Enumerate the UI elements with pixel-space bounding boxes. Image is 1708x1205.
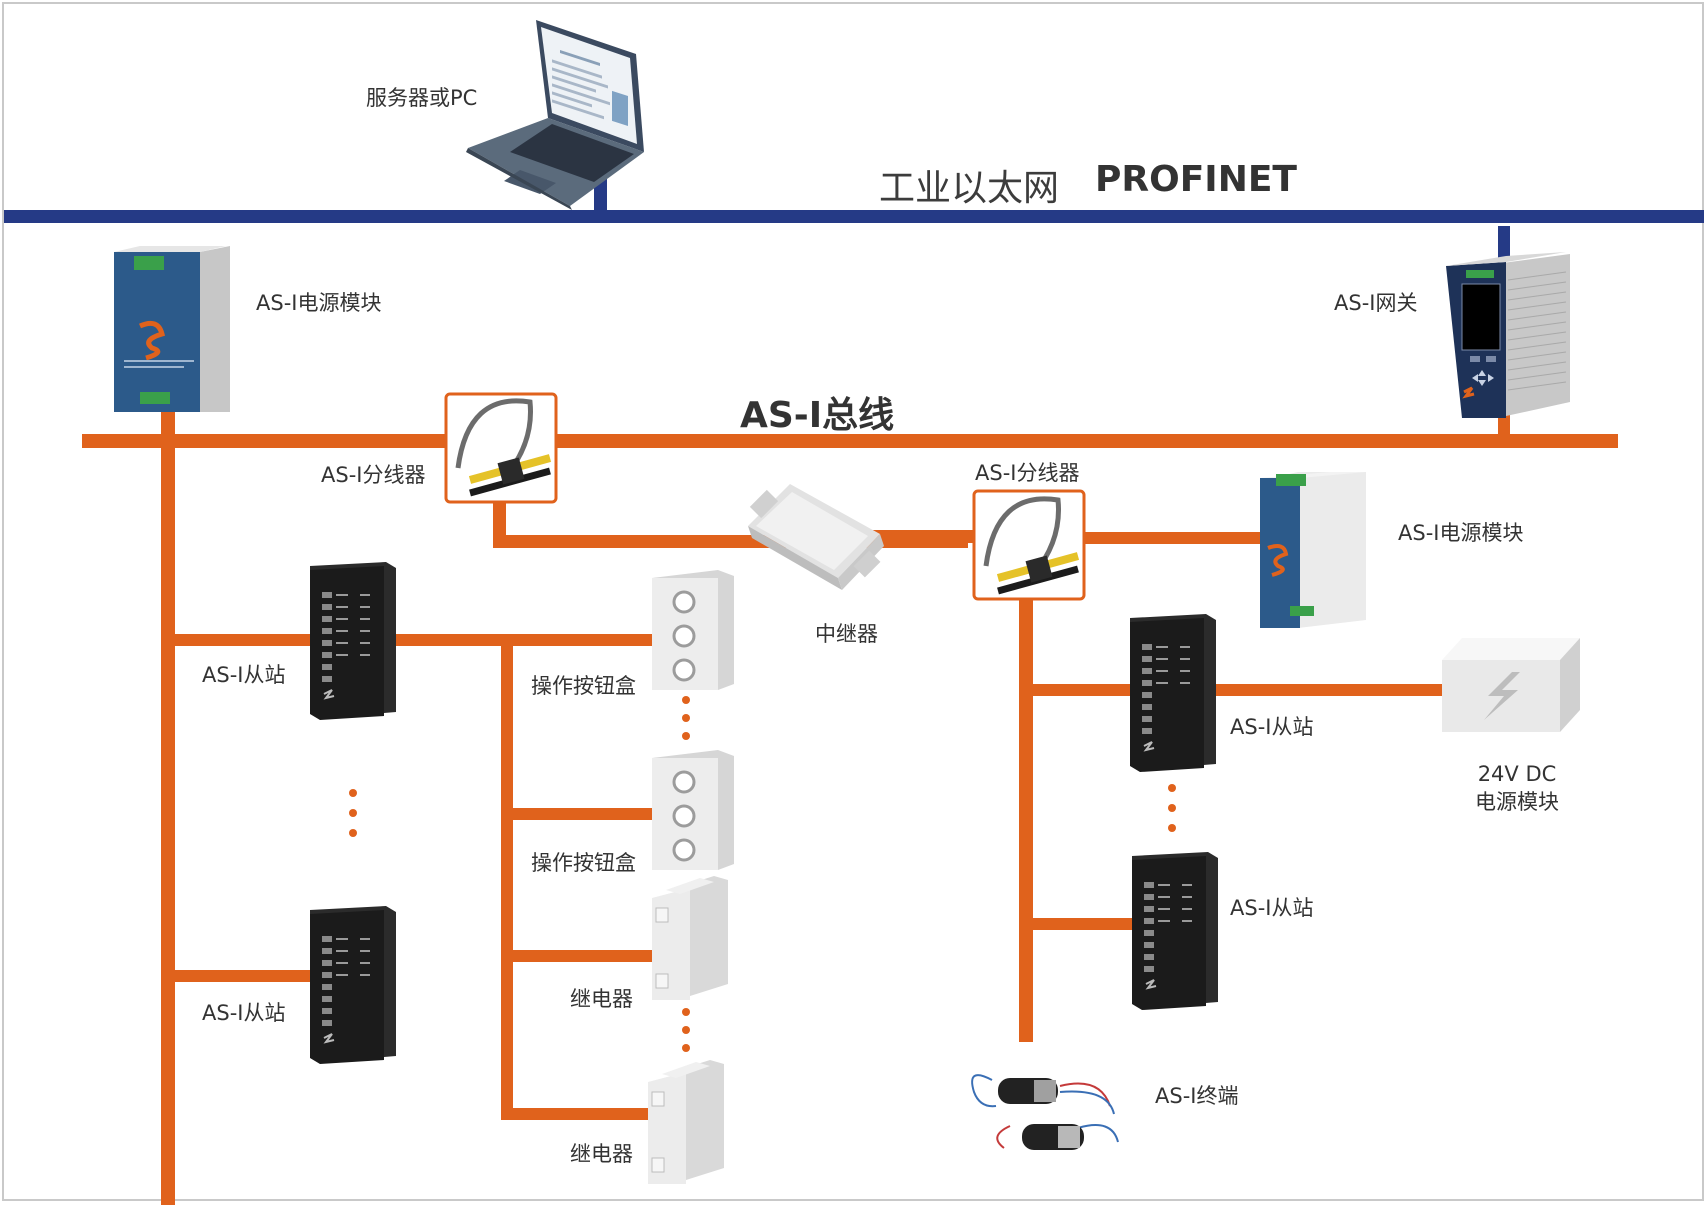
button-box-2-label: 操作按钮盒 (531, 851, 636, 875)
dc-power-label-line2: 电源模块 (1475, 790, 1559, 814)
io-module-icon (310, 562, 396, 720)
io-module-icon (1132, 852, 1218, 1010)
dc-power-label: 24V DC 电源模块 (1460, 760, 1574, 816)
ethernet-title-cn: 工业以太网 (879, 168, 1060, 209)
din-rail-power-supply-icon (1260, 472, 1366, 628)
repeater-label: 中继器 (815, 622, 878, 646)
din-rail-power-supply-icon (114, 246, 230, 412)
cable-splitter-icon (444, 392, 558, 504)
button-box-1-label: 操作按钮盒 (531, 674, 636, 698)
slave-right-2-label: AS-I从站 (1230, 896, 1314, 920)
bus-terminator-icon (971, 1074, 1119, 1150)
continuation-dots (349, 696, 1176, 1052)
dc-power-label-line1: 24V DC (1477, 762, 1557, 786)
relay-2-label: 继电器 (570, 1142, 633, 1166)
server-label: 服务器或PC (366, 86, 478, 110)
repeater-icon (748, 484, 884, 590)
terminator-label: AS-I终端 (1155, 1084, 1239, 1108)
splitter-right-label: AS-I分线器 (975, 461, 1080, 485)
slave-left-2-label: AS-I从站 (202, 1001, 286, 1025)
cable-splitter-icon (972, 489, 1086, 601)
relay-icon (652, 876, 728, 1000)
push-button-box-icon (652, 750, 734, 870)
io-module-icon (1130, 614, 1216, 772)
slave-right-1-label: AS-I从站 (1230, 715, 1314, 739)
io-module-icon (310, 906, 396, 1064)
push-button-box-icon (652, 570, 734, 690)
splitter-left-label: AS-I分线器 (321, 463, 426, 487)
power-left-label: AS-I电源模块 (256, 291, 382, 315)
ethernet-title-en: PROFINET (1095, 159, 1297, 200)
gateway-label: AS-I网关 (1334, 291, 1418, 315)
lightning-icon (1442, 638, 1580, 732)
relay-icon (648, 1060, 724, 1184)
ethernet-bus (4, 172, 1704, 258)
relay-1-label: 继电器 (570, 987, 633, 1011)
slave-left-1-label: AS-I从站 (202, 663, 286, 687)
laptop-icon (466, 20, 644, 210)
gateway-device-icon (1446, 252, 1570, 418)
power-right-label: AS-I电源模块 (1398, 521, 1524, 545)
asi-bus-title: AS-I总线 (740, 395, 895, 436)
